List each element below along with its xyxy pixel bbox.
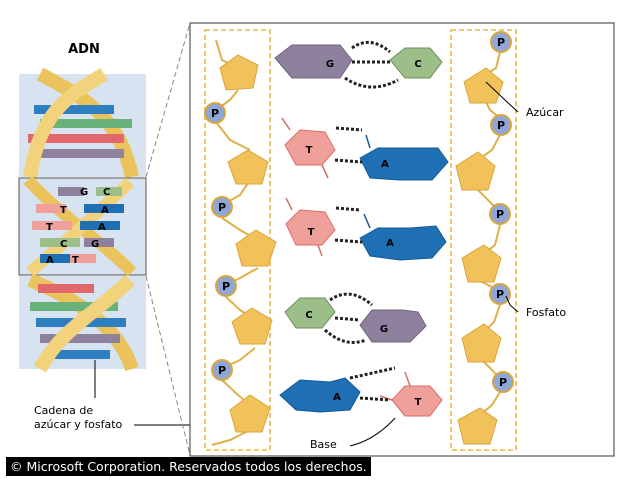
phosphate-circle: P (211, 359, 233, 381)
base-C (389, 47, 443, 79)
sugar-pentagon (235, 229, 277, 267)
phosphate-circle: P (490, 31, 512, 53)
left-sugars (219, 54, 277, 433)
base-pair-5: A T (279, 366, 443, 417)
base-T (391, 385, 443, 417)
svg-text:P: P (218, 364, 226, 377)
phosphate-circle: P (215, 275, 237, 297)
phosphate-circle: P (489, 203, 511, 225)
svg-text:P: P (499, 376, 507, 389)
base-pair-2: T A (281, 117, 449, 181)
sugar-pentagon (461, 244, 502, 283)
phosphate-circle: P (490, 114, 512, 136)
base-letter: A (333, 392, 341, 403)
base-letter: T (308, 227, 315, 238)
helix-letter: C (103, 187, 110, 198)
sugar-pentagon (227, 149, 269, 185)
helix-middle-segment: G C T A T A C G A T (18, 175, 147, 277)
phosphate-circle: P (211, 196, 233, 218)
right-phosphates: P P P P P (489, 31, 514, 393)
right-backbone-box (450, 29, 517, 451)
sugar-pentagon (219, 54, 259, 91)
base-letter: A (386, 238, 394, 249)
sugar-pentagon (455, 151, 496, 191)
svg-text:P: P (218, 201, 226, 214)
base-letter: T (415, 397, 422, 408)
base-pair-4: C G (284, 292, 427, 344)
svg-text:P: P (497, 36, 505, 49)
right-sugars (455, 67, 504, 445)
svg-text:P: P (496, 208, 504, 221)
base-A (359, 225, 447, 261)
sugar-pentagon (461, 323, 502, 363)
helix-bottom-segment (19, 273, 146, 373)
helix-letter: T (46, 222, 53, 233)
base-T (284, 129, 336, 166)
helix-letter: T (72, 255, 79, 266)
base-C (284, 297, 336, 329)
base-A (279, 377, 361, 413)
label-base: Base (310, 438, 337, 451)
helix-letter: G (91, 239, 99, 250)
cadena-label-line1: Cadena de (34, 404, 93, 417)
label-fosfato: Fosfato (526, 306, 566, 319)
sugar-pentagon (457, 407, 498, 445)
sugar-pentagon (229, 394, 271, 433)
cadena-label-line2: azúcar y fosfato (34, 418, 123, 431)
left-phosphates: P P P P (204, 102, 237, 381)
helix-letter: G (80, 187, 88, 198)
base-letter: G (326, 59, 334, 70)
svg-text:P: P (222, 280, 230, 293)
sugar-pentagon (463, 67, 504, 104)
base-letter: C (305, 310, 312, 321)
helix-letter: A (101, 205, 109, 216)
svg-text:P: P (496, 288, 504, 301)
copyright-notice: © Microsoft Corporation. Reservados todo… (6, 457, 371, 476)
base-G (359, 309, 427, 343)
svg-text:P: P (497, 119, 505, 132)
sugar-pentagon (231, 307, 273, 345)
helix-letter: C (60, 239, 67, 250)
helix-letter: A (46, 255, 54, 266)
base-letter: T (306, 145, 313, 156)
dna-title: ADN (68, 42, 100, 57)
base-pair-1: G C (274, 40, 443, 89)
base-letter: C (414, 59, 421, 70)
helix-letter: T (60, 205, 67, 216)
phosphate-circle: P (204, 102, 226, 124)
phosphate-circle: P (489, 283, 511, 305)
base-letter: A (381, 159, 389, 170)
helix-letter: A (98, 222, 106, 233)
label-azucar: Azúcar (526, 106, 564, 119)
base-letter: G (380, 324, 388, 335)
base-pair-3: T A (285, 197, 447, 261)
svg-text:P: P (211, 107, 219, 120)
helix-top-segment (19, 67, 146, 179)
base-A (359, 147, 449, 181)
phosphate-circle: P (492, 371, 514, 393)
base-G (274, 44, 353, 79)
base-T (285, 209, 336, 246)
